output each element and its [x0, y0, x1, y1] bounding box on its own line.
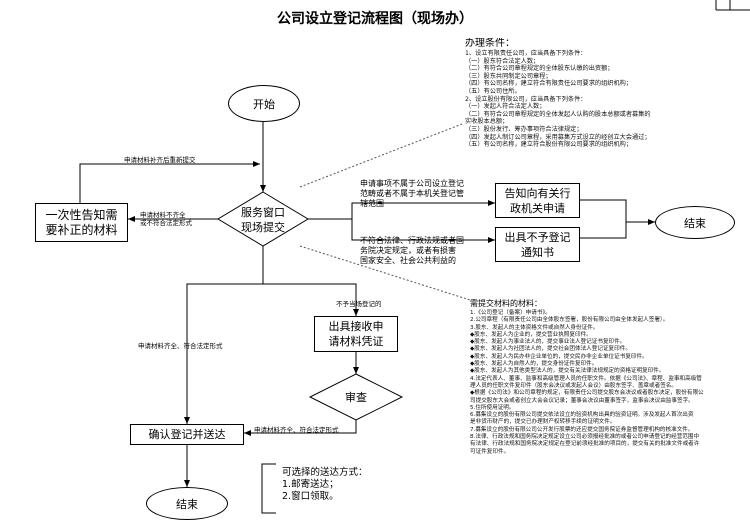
notice-box: 一次性告知需 要补正的材料: [35, 203, 128, 242]
delivery-bracket: [261, 463, 276, 514]
review-diamond: [308, 373, 404, 421]
edge-label-need-verify: 不予当场登记的: [336, 300, 382, 308]
confirm-box: 确认登记并送达: [130, 424, 244, 445]
start-node: 开始: [228, 85, 300, 122]
edge-label-out-of-scope: 申请事项不属于公司设立登记 范畴或者不属于本机关登记管 辖范围: [360, 179, 464, 208]
materials-body: 1.《公司登记（备案）申请书》。 2.公司章程（有限责任公司由全体股东签署，股份…: [470, 310, 704, 455]
edge-label-not-legal: 不符合法律、行政法规或者国 务院决定规定，或者有损害 国家安全、社会公共利益的: [360, 236, 464, 265]
not-in-scope-box: 告知向有关行 政机关申请: [495, 183, 580, 218]
conditions-heading: 办理条件：: [465, 38, 515, 49]
edge-complete-left: [184, 283, 263, 424]
edge-out-of-scope: [308, 200, 495, 220]
materials-heading: 需提交材料的材料：: [470, 299, 542, 308]
edge-to-end-1: [580, 199, 655, 225]
receipt-box: 出具接收申 请材料凭证: [314, 316, 398, 352]
guide-line-conditions: [299, 123, 463, 188]
page-title: 公司设立登记流程图（现场办）: [277, 11, 473, 27]
edge-label-resubmit: 申请材料补齐后重新提交: [124, 156, 196, 164]
edge-to-end-2: [580, 222, 627, 239]
guide-line-materials: [299, 245, 471, 301]
edge-label-complete-bottom: 申请材料齐全、符合法定形式: [254, 426, 339, 434]
materials-panel: 需提交材料的材料： 1.《公司登记（备案）申请书》。 2.公司章程（有限责任公司…: [470, 298, 740, 526]
edge-need-verify: [263, 283, 359, 316]
conditions-panel: 办理条件： 1、设立有限责任公司，应当具备下列条件： （一）股东符合法定人数； …: [465, 38, 730, 168]
edge-resubmit: [79, 161, 260, 203]
service-window-label: 服务窗口 现场提交: [241, 206, 285, 234]
end-node-right: 结束: [655, 206, 735, 239]
edge-label-incomplete: 申请材料不齐全 或不符合法定形式: [140, 211, 192, 227]
edge-label-complete-left: 申请材料齐全、符合法定形式: [138, 342, 223, 350]
edge-not-legal: [351, 219, 495, 243]
not-accepted-box: 出具不予登记 通知书: [495, 227, 580, 262]
conditions-body: 1、设立有限责任公司，应当具备下列条件： （一）股东符合法定人数； （二）有符合…: [465, 50, 651, 149]
review-label: 审查: [345, 391, 367, 404]
delivery-note: 可选择的送达方式： 1.邮寄送达； 2.窗口领取。: [282, 467, 368, 502]
edge-review-confirm: [244, 420, 357, 436]
service-window-diamond: [217, 191, 309, 247]
end-node-bottom: 结束: [146, 487, 228, 520]
